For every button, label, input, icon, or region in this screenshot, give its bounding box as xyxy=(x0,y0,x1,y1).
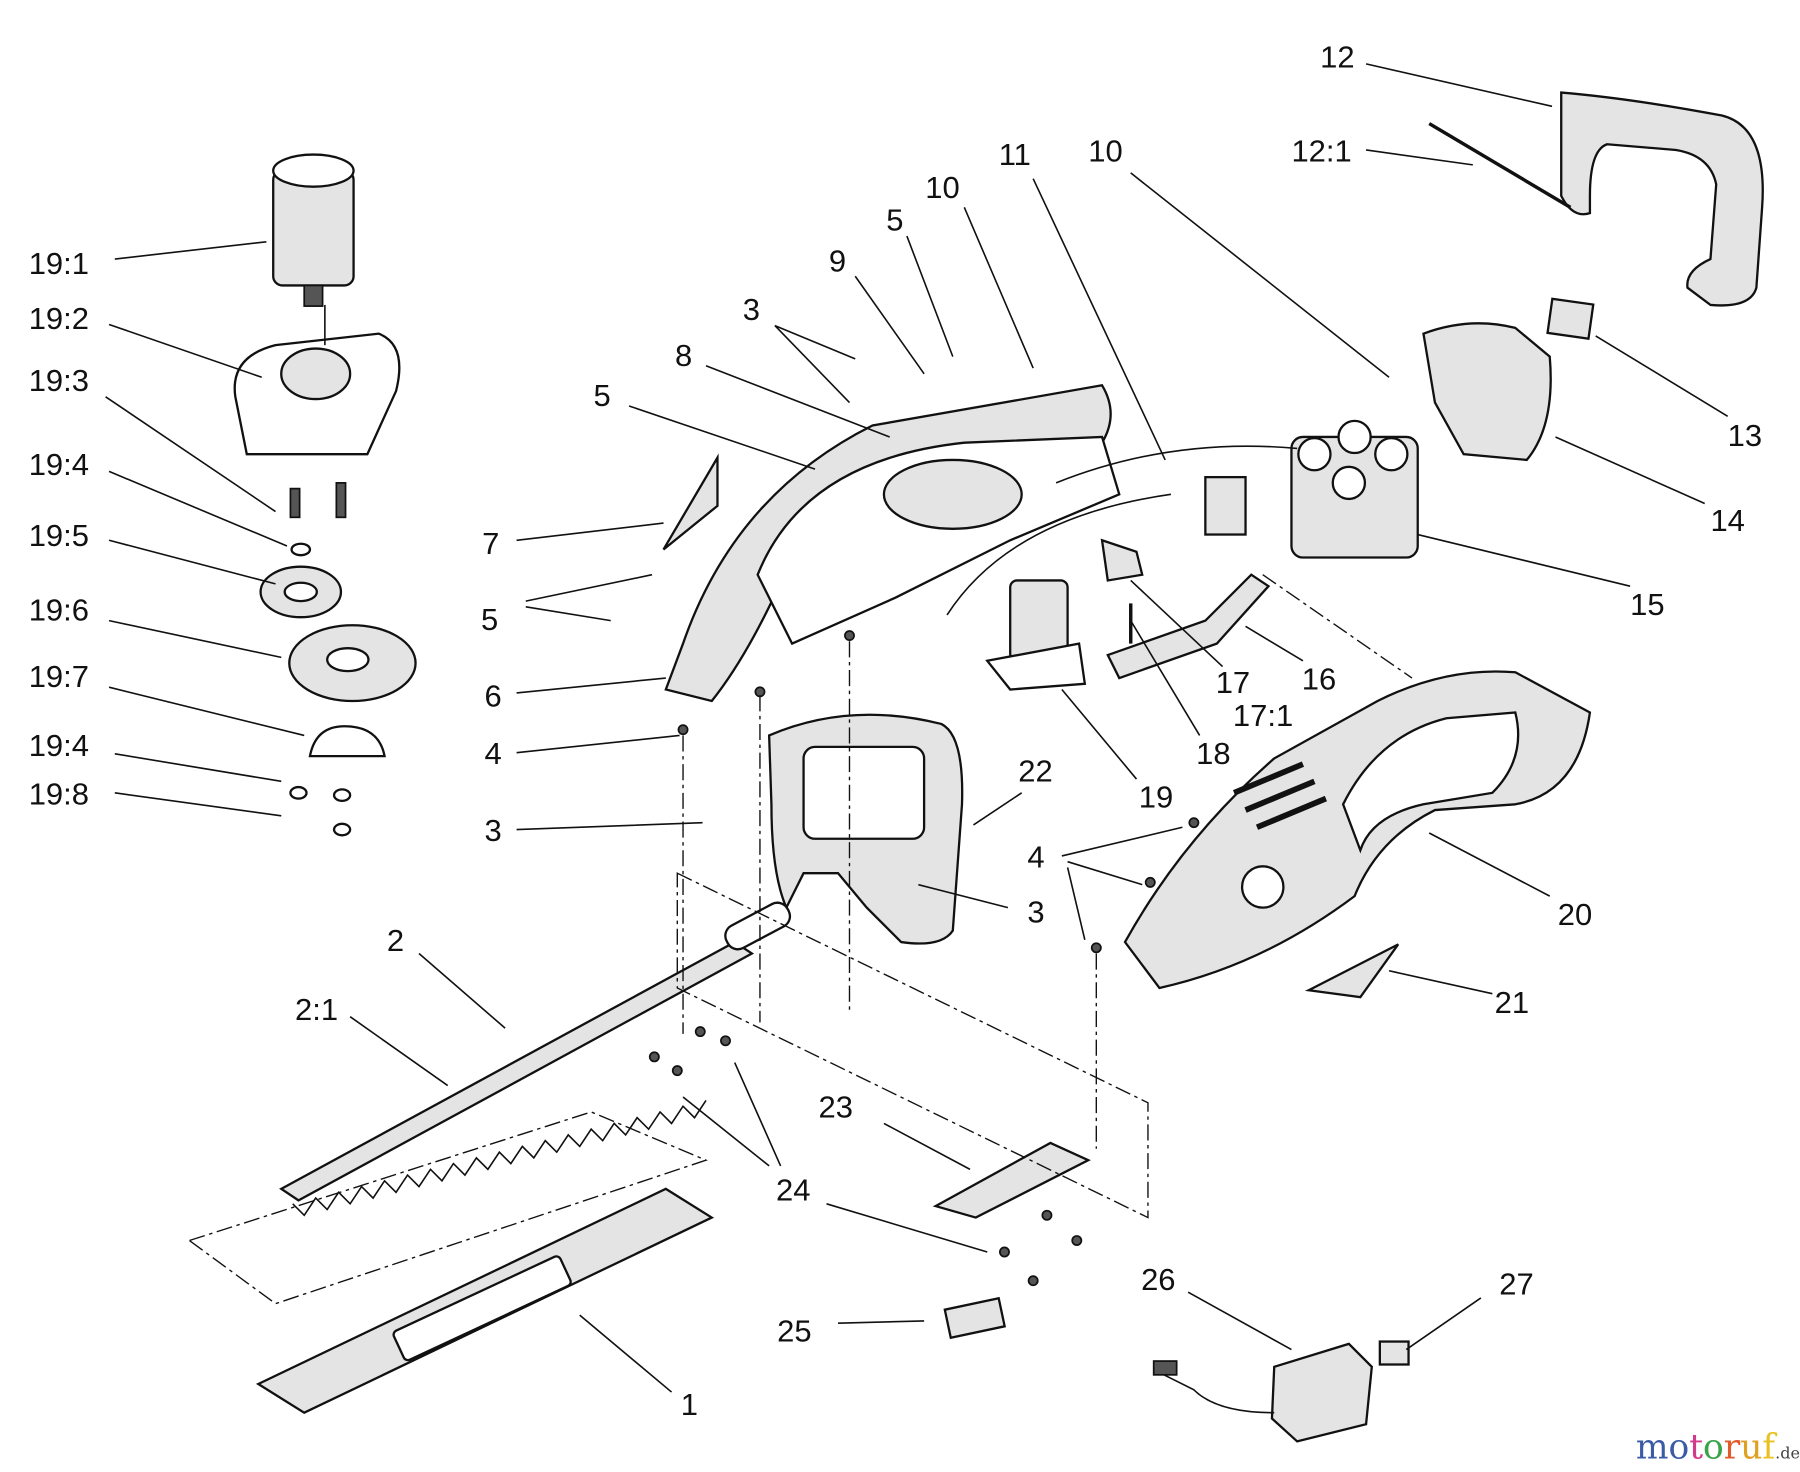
callout: 4 xyxy=(484,736,501,771)
callout: 23 xyxy=(818,1090,852,1125)
callout: 19:4 xyxy=(29,447,89,482)
callout: 12 xyxy=(1320,39,1354,74)
callout: 21 xyxy=(1495,985,1529,1020)
callout: 19:7 xyxy=(29,659,89,694)
callout: 27 xyxy=(1499,1266,1533,1301)
trigger-assembly-16-17-18 xyxy=(946,445,1298,680)
callout: 5 xyxy=(481,602,498,637)
blade-sheath-1 xyxy=(255,1187,715,1415)
callout: 14 xyxy=(1710,503,1744,538)
callout: 17 xyxy=(1216,665,1250,700)
callout: 12:1 xyxy=(1291,133,1351,168)
hand-guard-22 xyxy=(767,713,964,945)
callout: 3 xyxy=(1027,895,1044,930)
callout: 22 xyxy=(1018,753,1052,788)
callout: 15 xyxy=(1630,587,1664,622)
cutting-guide-dash xyxy=(187,1111,708,1305)
decal-27 xyxy=(1378,1340,1410,1366)
callout: 11 xyxy=(999,137,1031,172)
decal-25 xyxy=(943,1296,1007,1340)
callout: 7 xyxy=(482,526,499,561)
alignment-dash-lines xyxy=(676,574,1413,1219)
leader-lines xyxy=(105,63,1729,1393)
callout: 1 xyxy=(681,1387,698,1422)
callout: 3 xyxy=(484,813,501,848)
callout: 9 xyxy=(829,244,846,279)
decal-21 xyxy=(1304,943,1400,999)
blade-2 xyxy=(279,901,792,1217)
right-housing-20 xyxy=(1123,670,1592,990)
callout: 19 xyxy=(1139,780,1173,815)
callout: 18 xyxy=(1196,736,1230,771)
callout: 5 xyxy=(593,378,610,413)
callout: 19:5 xyxy=(29,518,89,553)
motor-assembly-19 xyxy=(233,153,417,837)
rear-handle-12 xyxy=(1428,91,1764,307)
callout: 19:2 xyxy=(29,301,89,336)
callout: 13 xyxy=(1728,418,1762,453)
callout: 17:1 xyxy=(1233,698,1293,733)
callout: 8 xyxy=(675,338,692,373)
callout: 25 xyxy=(777,1314,811,1349)
left-housing-6 xyxy=(664,384,1121,703)
label-decal-13 xyxy=(1546,297,1595,340)
screws xyxy=(648,630,1200,1287)
charger-26 xyxy=(1152,1342,1374,1443)
battery-pack-15 xyxy=(1204,419,1419,559)
callout: 26 xyxy=(1141,1262,1175,1297)
callout: 2 xyxy=(387,923,404,958)
callout: 2:1 xyxy=(295,992,338,1027)
callout: 19:1 xyxy=(29,246,89,281)
callout: 5 xyxy=(886,202,903,237)
callout: 3 xyxy=(743,292,760,327)
callout: 16 xyxy=(1302,662,1336,697)
battery-cover-14 xyxy=(1422,322,1552,462)
callout: 19:8 xyxy=(29,776,89,811)
decal-7 xyxy=(662,453,719,551)
callout: 6 xyxy=(484,679,501,714)
callout: 4 xyxy=(1027,839,1044,874)
callout: 24 xyxy=(776,1172,810,1207)
callout: 10 xyxy=(925,170,959,205)
callout: 19:6 xyxy=(29,593,89,628)
callout: 19:3 xyxy=(29,363,89,398)
callout: 10 xyxy=(1088,133,1122,168)
callout: 20 xyxy=(1558,897,1592,932)
motor-19 xyxy=(985,579,1087,691)
mounting-plate-23 xyxy=(932,1141,1091,1219)
callout: 19:4 xyxy=(29,728,89,763)
motoruf-watermark: motoruf.de xyxy=(1636,1428,1800,1468)
callout-labels: 19:1 19:2 19:3 19:4 19:5 19:6 19:7 19:4 … xyxy=(29,39,1762,1422)
